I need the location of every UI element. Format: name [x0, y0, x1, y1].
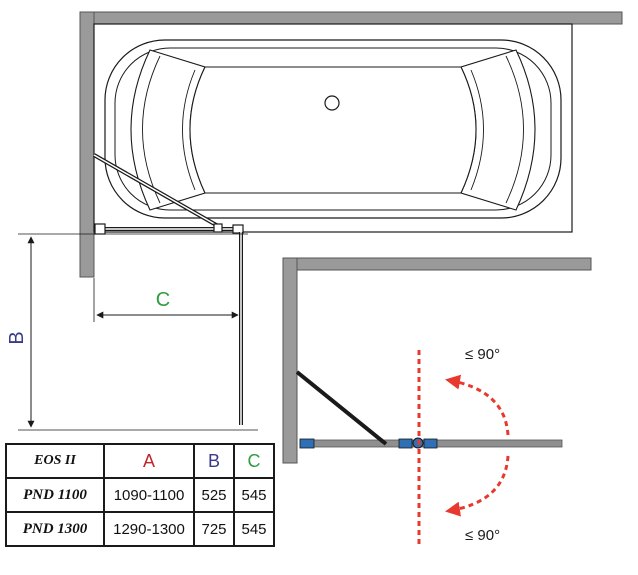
column-a-header: A	[103, 443, 195, 479]
wall-left	[79, 11, 95, 278]
row-b-value: 525	[193, 477, 235, 513]
detail-hinge-left	[398, 438, 413, 449]
table-row: PND 1100 1090-1100 525 545	[5, 477, 275, 513]
dimension-b-label: B	[6, 331, 28, 344]
bathtub-plan	[79, 11, 623, 278]
swing-detail: ≤ 90° ≤ 90°	[282, 257, 592, 545]
column-c-header: C	[233, 443, 275, 479]
rotation-arrow-down	[445, 455, 510, 517]
row-c-value: 545	[233, 477, 275, 513]
corner-bracket	[232, 224, 244, 234]
hinge-bracket	[213, 223, 223, 233]
screen-plan	[93, 153, 244, 425]
detail-wall-left	[282, 257, 298, 464]
series-header: EOS II	[5, 443, 105, 479]
table-row: PND 1300 1290-1300 725 545	[5, 511, 275, 547]
angle-upper-label: ≤ 90°	[465, 346, 500, 363]
tub-floor	[189, 66, 477, 194]
angle-lower-label: ≤ 90°	[465, 527, 500, 544]
row-model: PND 1100	[5, 477, 105, 513]
row-a-value: 1290-1300	[103, 511, 195, 547]
rotation-arrow-up	[445, 374, 510, 436]
drain-icon	[324, 95, 340, 111]
dimension-lines: B C	[6, 233, 258, 431]
wall-bracket	[94, 223, 106, 235]
wall-top	[79, 11, 623, 25]
detail-wall-top	[282, 257, 592, 271]
detail-wall-hinge	[299, 438, 315, 449]
dimension-c-label: C	[156, 289, 170, 311]
row-b-value: 725	[193, 511, 235, 547]
spec-table: EOS II A B C PND 1100 1090-1100 525 545 …	[5, 443, 275, 547]
row-model: PND 1300	[5, 511, 105, 547]
table-header-row: EOS II A B C	[5, 443, 275, 479]
detail-hinge-right	[423, 438, 438, 449]
row-a-value: 1090-1100	[103, 477, 195, 513]
detail-swing-panel	[295, 370, 388, 446]
column-b-header: B	[193, 443, 235, 479]
row-c-value: 545	[233, 511, 275, 547]
